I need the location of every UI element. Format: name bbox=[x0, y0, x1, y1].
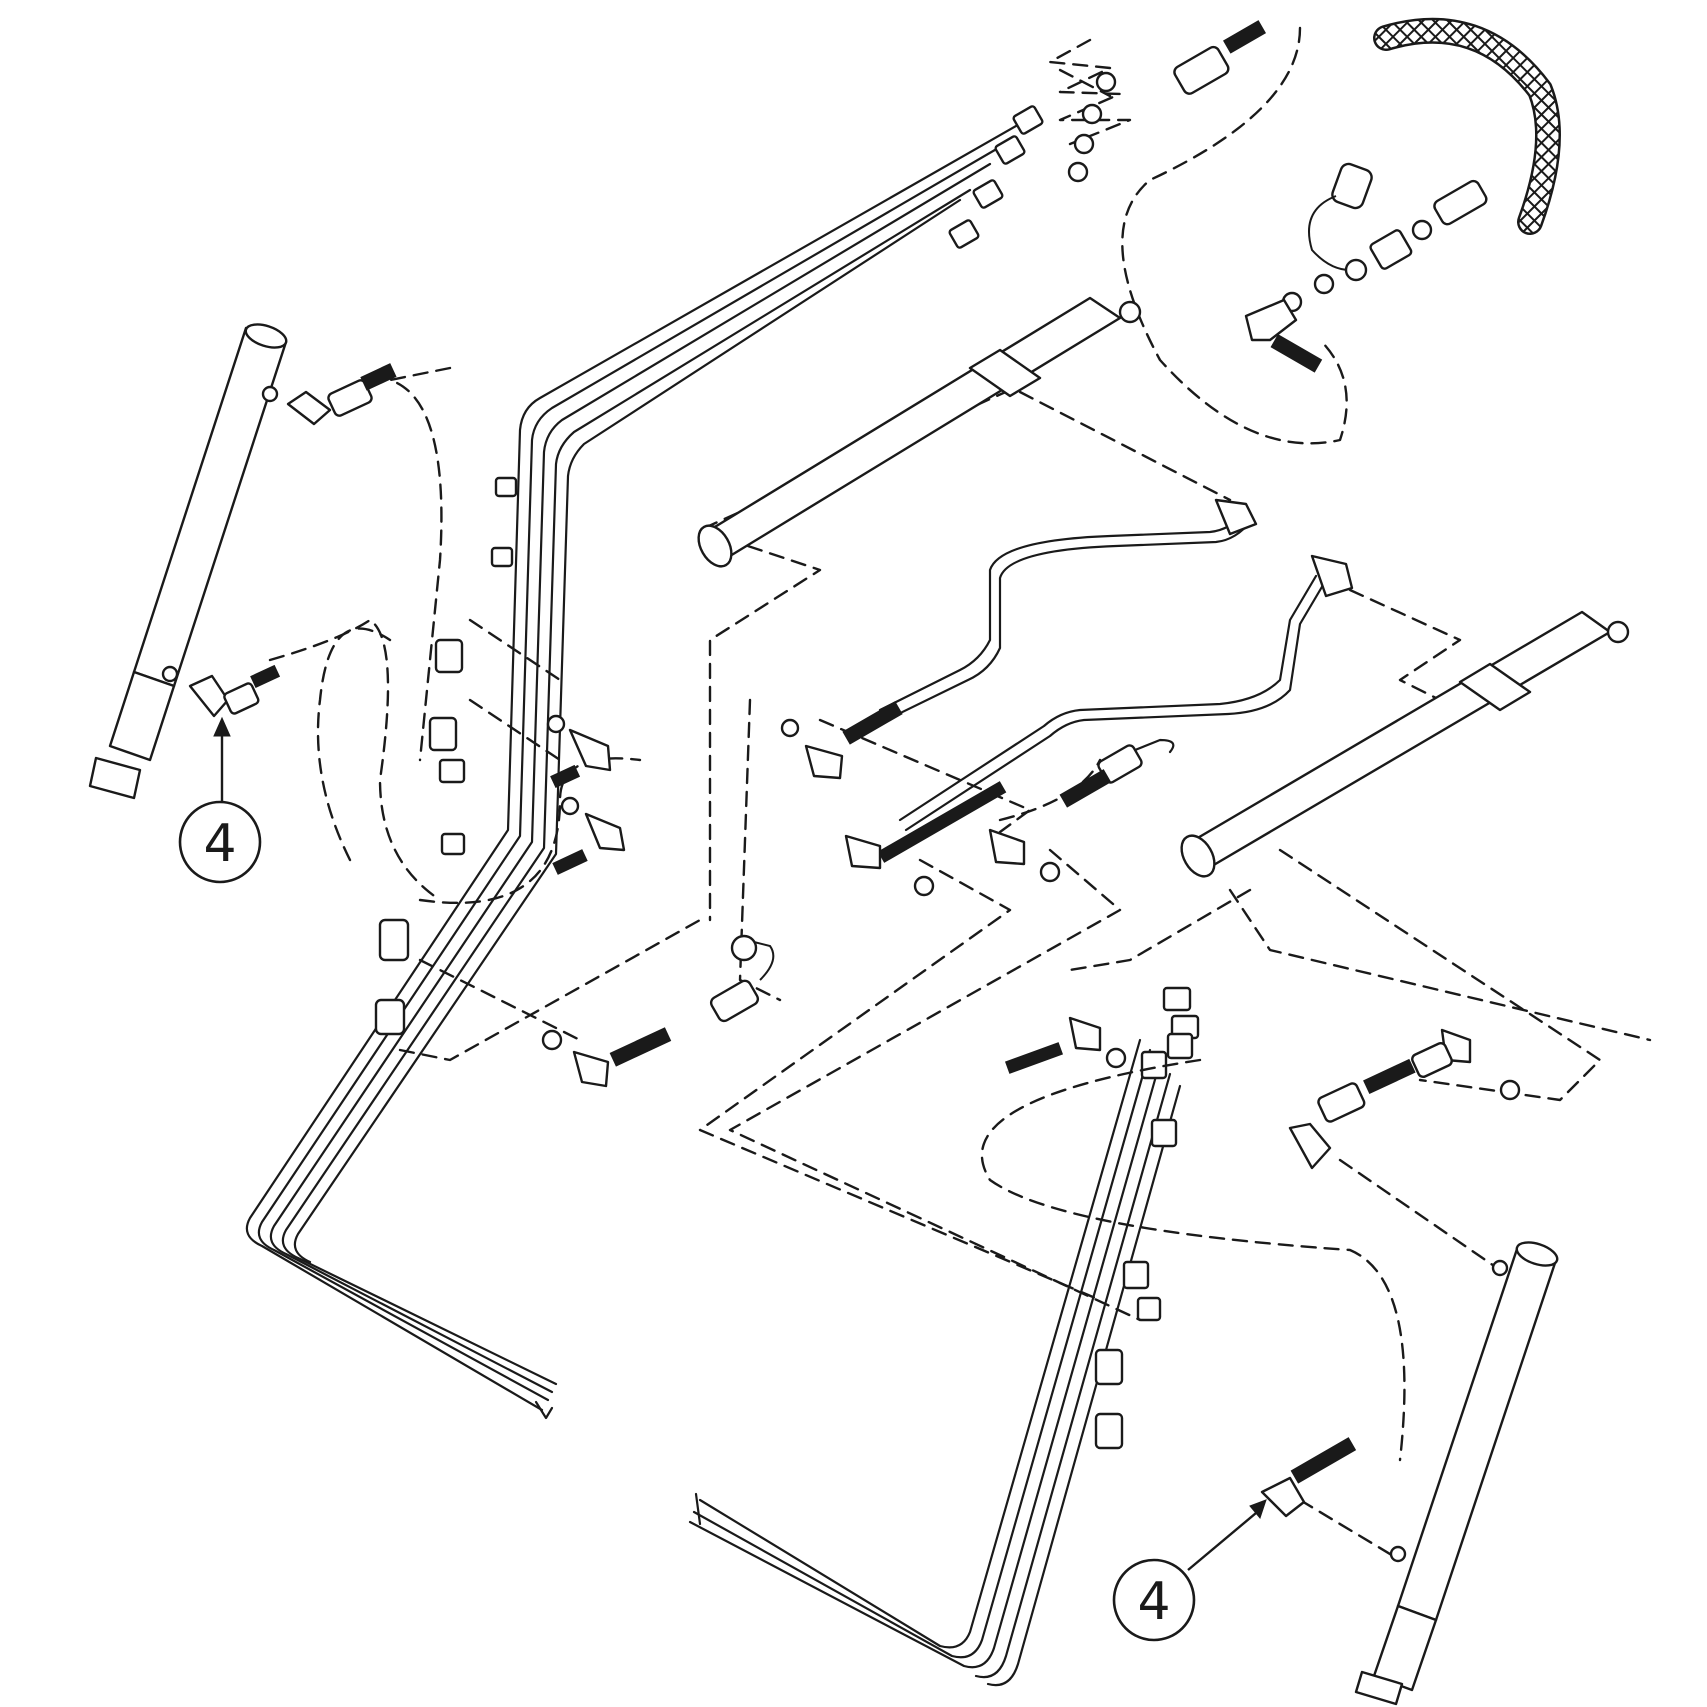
top-right-fitting-group bbox=[1067, 20, 1488, 373]
tee-fitting bbox=[428, 716, 458, 752]
tee-fitting bbox=[1094, 1348, 1124, 1386]
routing-dashed-lines bbox=[268, 26, 1652, 1562]
tee-fitting bbox=[1094, 1412, 1124, 1450]
bundle-top-nut-1 bbox=[1012, 105, 1044, 135]
tee-fitting bbox=[374, 998, 406, 1036]
bundle-side-nut bbox=[1136, 1296, 1162, 1322]
bundle-top-nut-2 bbox=[994, 135, 1026, 165]
lower-right-fittings bbox=[1004, 1016, 1521, 1170]
braided-sleeve-hose bbox=[1373, 17, 1561, 235]
left-tube-bundle bbox=[245, 105, 1044, 1420]
callout-circle bbox=[178, 800, 262, 884]
callout-label: 4 bbox=[203, 814, 236, 874]
middle-elbow-hoses bbox=[546, 714, 626, 875]
bundle-side-nut bbox=[440, 832, 466, 856]
upper-middle-cylinder bbox=[697, 296, 1142, 568]
bundle-top-nut bbox=[1140, 1050, 1168, 1080]
bundle-side-nut bbox=[1122, 1260, 1150, 1290]
bundle-side-nut bbox=[490, 546, 514, 568]
bundle-top-nut bbox=[1150, 1118, 1178, 1148]
left-elbow-fitting bbox=[188, 664, 281, 718]
callout-left: 4 bbox=[178, 716, 262, 884]
lower-middle-cylinder bbox=[1180, 610, 1630, 878]
bundle-top-nut-3 bbox=[972, 179, 1004, 209]
bundle-top-nut-4 bbox=[948, 219, 980, 249]
tee-fitting bbox=[378, 918, 410, 962]
upper-left-hose bbox=[286, 363, 397, 426]
left-hydraulic-cylinder bbox=[88, 323, 288, 800]
bundle-side-nut bbox=[494, 476, 518, 498]
bundle-side-nut bbox=[438, 758, 466, 784]
lower-elbow-fitting bbox=[1260, 1437, 1357, 1518]
callout-circle bbox=[1112, 1558, 1196, 1642]
lower-left-hose bbox=[541, 934, 775, 1088]
callout-label: 4 bbox=[1137, 1572, 1170, 1632]
callout-right: 4 bbox=[1112, 1499, 1267, 1642]
right-tube-bundle bbox=[688, 986, 1200, 1687]
right-hydraulic-cylinder bbox=[1354, 1241, 1559, 1706]
bundle-top-nut bbox=[1162, 986, 1192, 1012]
tee-fitting bbox=[434, 638, 464, 674]
center-steel-lines bbox=[780, 498, 1354, 897]
